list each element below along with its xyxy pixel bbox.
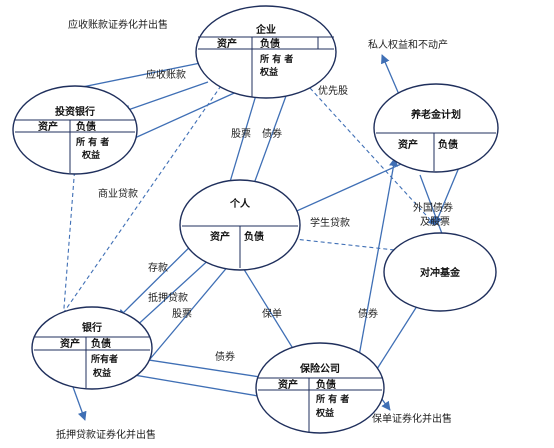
- equity-label-1: 所 有 者: [260, 53, 293, 65]
- equity-label-2: 权益: [259, 66, 278, 78]
- equity-label-2: 权益: [315, 407, 334, 419]
- node-title: 银行: [82, 321, 102, 334]
- assets-label: 资产: [210, 230, 230, 243]
- arrow-preferred-stock: [309, 87, 436, 226]
- label-foreign-bonds-2: 及股票: [420, 216, 450, 228]
- node-title: 个人: [229, 197, 251, 210]
- node-individual: 个人 资产 负债: [179, 179, 301, 271]
- assets-label: 资产: [398, 138, 418, 151]
- label-bonds-3: 债券: [215, 350, 235, 363]
- equity-label-2: 权益: [92, 367, 111, 379]
- label-student-loans: 学生贷款: [310, 216, 350, 229]
- equity-label-1: 所 有 者: [316, 393, 349, 405]
- equity-label-2: 权益: [81, 149, 100, 161]
- label-private-equity: 私人权益和不动产: [368, 38, 448, 51]
- label-preferred-stock: 优先股: [318, 84, 348, 97]
- equity-label-1: 所有者: [91, 353, 118, 365]
- assets-label: 资产: [217, 37, 237, 50]
- liabilities-label: 负债: [438, 138, 458, 151]
- label-bonds: 债券: [262, 127, 282, 140]
- label-stocks: 股票: [231, 128, 251, 140]
- node-pension-plan: 养老金计划 资产 负债: [373, 83, 499, 173]
- node-title: 养老金计划: [410, 108, 461, 121]
- flow-labels: 应收账款证券化并出售 应收账款 优先股 私人权益和不动产 股票 债券 商业贷款 …: [56, 18, 453, 441]
- label-bonds-2: 债券: [358, 307, 378, 320]
- arrow-stocks-2: [144, 251, 241, 366]
- liabilities-label: 负债: [244, 230, 264, 243]
- arrow-bonds-pension-insurance: [354, 157, 399, 379]
- node-hedge-fund: 对冲基金: [383, 232, 497, 312]
- liabilities-label: 负债: [76, 120, 96, 133]
- node-bank: 银行 资产 负债 所有者 权益: [31, 306, 153, 390]
- label-receivables-securitization: 应收账款证券化并出售: [68, 18, 168, 31]
- assets-label: 资产: [278, 378, 298, 391]
- node-investment-bank: 投资银行 资产 负债 所 有 者 权益: [12, 85, 138, 175]
- label-foreign-bonds-1: 外国债券: [413, 201, 453, 214]
- label-mortgage-loans: 抵押贷款: [148, 291, 188, 304]
- arrow-pension-to-hedge: [433, 164, 461, 226]
- liabilities-label: 负债: [316, 378, 336, 391]
- assets-label: 资产: [38, 120, 58, 133]
- liabilities-label: 负债: [260, 37, 280, 50]
- node-title: 投资银行: [55, 105, 95, 118]
- node-enterprise: 企业 资产 负债 所 有 者 权益: [195, 5, 337, 99]
- node-insurance: 保险公司 资产 负债 所 有 者 权益: [255, 342, 385, 434]
- equity-label-1: 所 有 者: [76, 136, 109, 148]
- label-policy-securitization: 保单证券化并出售: [372, 412, 452, 425]
- node-title: 保险公司: [299, 362, 340, 375]
- liabilities-label: 负债: [91, 337, 111, 350]
- label-deposits: 存款: [148, 261, 168, 274]
- dashed-commercial-loan: [54, 79, 226, 326]
- label-mortgage-securitization: 抵押贷款证券化并出售: [56, 428, 156, 441]
- label-commercial-loans: 商业贷款: [98, 187, 138, 200]
- node-title: 对冲基金: [420, 266, 461, 279]
- assets-label: 资产: [60, 337, 80, 350]
- label-policies: 保单: [262, 307, 282, 320]
- label-stocks-2: 股票: [172, 308, 192, 320]
- node-title: 企业: [255, 23, 276, 36]
- label-accounts-receivable: 应收账款: [146, 68, 186, 81]
- arrow-receivables-to-investment-bank: [121, 81, 209, 114]
